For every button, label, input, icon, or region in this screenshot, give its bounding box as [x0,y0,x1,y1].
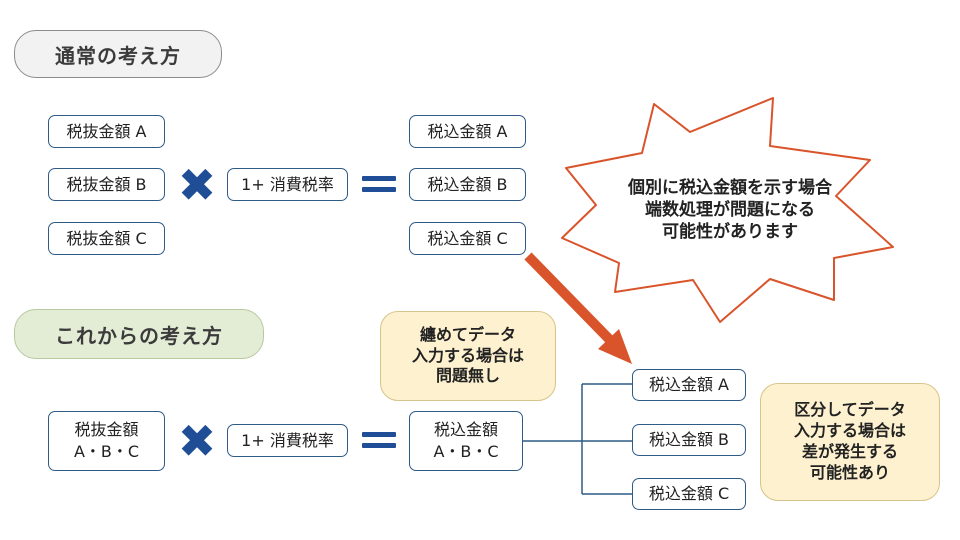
note-line: 問題無し [435,366,500,386]
down-arrow [524,252,632,364]
multiply-icon: ✖ [177,158,217,212]
equals-icon [362,432,396,450]
callout-line: 可能性があります [662,222,798,243]
note-line: 差が発生する [801,442,898,461]
tax-rate-box: 1+ 消費税率 [227,424,348,457]
box-line: 税込金額 [433,420,498,440]
note-line: 区分してデータ [794,400,906,420]
separate-input-note: 区分してデータ 入力する場合は 差が発生する 可能性あり [760,383,940,501]
branch-tax-included-c: 税込金額 C [632,478,746,510]
callout-text: 個別に税込金額を示す場合 端数処理が問題になる 可能性があります [600,168,860,252]
section-title-future: これからの考え方 [14,309,264,359]
multiply-icon: ✖ [177,414,217,468]
tax-excluded-a-box: 税抜金額 A [48,115,165,148]
branch-tax-included-a: 税込金額 A [632,369,746,401]
tax-excluded-c-box: 税抜金額 C [48,222,165,255]
note-line: 可能性あり [809,462,890,482]
box-line: A・B・C [73,442,140,461]
tax-included-combined-box: 税込金額 A・B・C [409,411,523,471]
note-line: 纏めてデータ [419,324,516,344]
equals-icon [362,176,396,194]
note-line: 入力する場合は [793,421,906,441]
tax-included-c-box: 税込金額 C [409,222,526,255]
tax-rate-box: 1+ 消費税率 [227,168,348,201]
callout-line: 端数処理が問題になる [645,199,815,220]
tax-included-b-box: 税込金額 B [409,168,526,201]
tax-excluded-combined-box: 税抜金額 A・B・C [48,411,165,471]
callout-line: 個別に税込金額を示す場合 [628,177,832,198]
tax-excluded-b-box: 税抜金額 B [48,168,165,201]
combined-input-note: 纏めてデータ 入力する場合は 問題無し [380,311,556,401]
box-line: 税抜金額 [74,420,139,440]
section-title-current: 通常の考え方 [14,30,222,78]
note-line: 入力する場合は [411,345,524,365]
branch-connectors [523,383,632,495]
branch-tax-included-b: 税込金額 B [632,424,746,456]
tax-included-a-box: 税込金額 A [409,115,526,148]
callout-burst [561,97,894,323]
box-line: A・B・C [433,442,499,461]
